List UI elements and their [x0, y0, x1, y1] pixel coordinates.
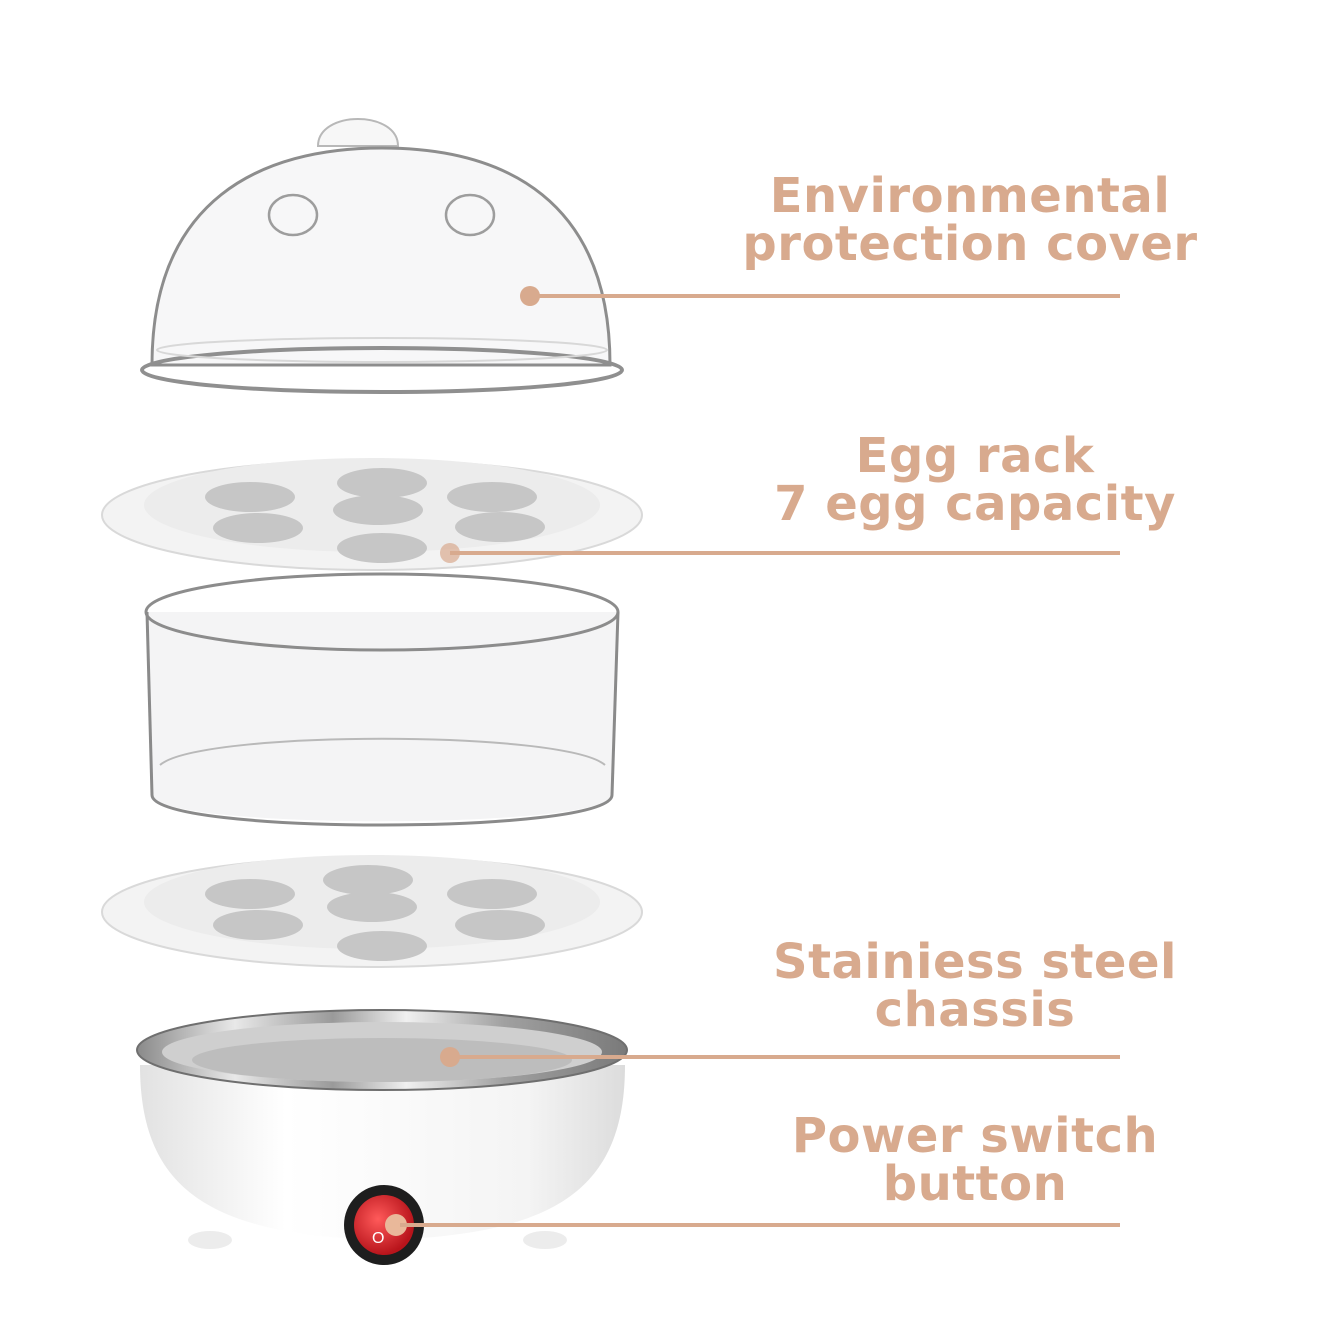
callout-switch-line2: button [882, 1156, 1068, 1212]
power-switch-button[interactable]: O [344, 1185, 424, 1265]
switch-glyph: O [372, 1230, 384, 1247]
steamer-bowl [144, 572, 620, 827]
leader-line-chassis [450, 1055, 1120, 1059]
callout-label-chassis: Stainiess steel chassis [745, 938, 1205, 1034]
callout-chassis-line1: Stainiess steel [773, 934, 1177, 990]
egg-rack-top [101, 458, 643, 571]
callout-rack-line2: 7 egg capacity [774, 476, 1176, 532]
callout-label-cover: Environmental protection cover [740, 172, 1200, 268]
callout-label-rack: Egg rack 7 egg capacity [745, 432, 1205, 528]
callout-cover-line2: protection cover [742, 216, 1198, 272]
egg-rack-bottom [101, 855, 643, 968]
leader-line-switch [400, 1223, 1120, 1227]
callout-chassis-line2: chassis [874, 982, 1076, 1038]
base-chassis [136, 1009, 628, 1249]
callout-cover-line1: Environmental [769, 168, 1171, 224]
callout-label-switch: Power switch button [745, 1112, 1205, 1208]
leader-line-rack [450, 551, 1120, 555]
callout-switch-line1: Power switch [791, 1108, 1159, 1164]
callout-dot-switch [385, 1214, 407, 1236]
leader-line-cover [530, 294, 1120, 298]
callout-rack-line1: Egg rack [855, 428, 1095, 484]
protection-cover [140, 118, 624, 394]
